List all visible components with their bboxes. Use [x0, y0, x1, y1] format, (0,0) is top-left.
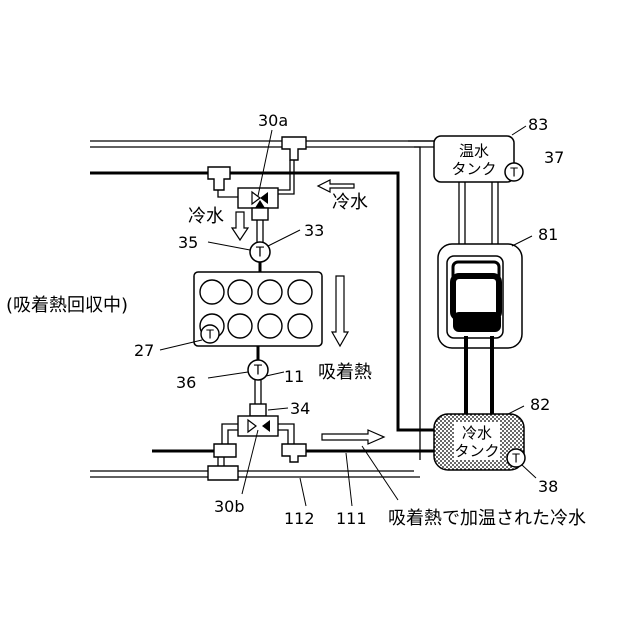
- ref-27: 27: [134, 341, 154, 360]
- hot-tank-label-line1: 温水: [459, 142, 489, 160]
- cold-water-label-left: 冷水: [188, 206, 224, 227]
- lower-valve-assembly: [208, 380, 306, 480]
- leader-30a: [258, 130, 272, 196]
- adsorption-heat-label: 吸着熱: [318, 362, 372, 383]
- temp-sensor-27-symbol: T: [205, 328, 214, 342]
- cold-water-arrow-upper: [318, 180, 354, 192]
- cold-water-arrow-down: [232, 212, 248, 240]
- upper-thin-pipe: [90, 141, 434, 147]
- temp-sensor-38-symbol: T: [511, 452, 520, 466]
- ref-30b: 30b: [214, 497, 245, 516]
- upper-valve-assembly: [208, 137, 306, 244]
- leader-11: [266, 372, 284, 376]
- ref-38: 38: [538, 477, 558, 496]
- leader-112: [300, 478, 306, 506]
- ref-11: 11: [284, 367, 304, 386]
- heated-cold-water-label: 吸着熱で加温された冷水: [388, 508, 586, 529]
- leader-35: [208, 242, 250, 250]
- ref-34: 34: [290, 399, 310, 418]
- ref-83: 83: [528, 115, 548, 134]
- leader-82: [508, 406, 524, 414]
- leader-36: [208, 372, 248, 378]
- heated-water-arrow: [322, 430, 384, 444]
- leader-34: [268, 408, 288, 410]
- leader-30b: [242, 430, 258, 494]
- leader-38: [522, 465, 536, 478]
- leader-111: [346, 453, 352, 506]
- ref-82: 82: [530, 395, 550, 414]
- outer-thin-return-pipe: [408, 141, 434, 460]
- temp-sensor-37-symbol: T: [509, 166, 518, 180]
- ref-36: 36: [176, 373, 196, 392]
- ref-81: 81: [538, 225, 558, 244]
- hot-tank-label-line2: タンク: [451, 160, 496, 178]
- cold-tank-label-line1: 冷水: [462, 424, 492, 442]
- leader-33: [268, 230, 300, 246]
- lower-thin-pipe: [90, 471, 420, 477]
- ref-112: 112: [284, 509, 315, 528]
- temp-sensor-36-symbol: T: [253, 364, 262, 379]
- temp-sensor-35-symbol: T: [255, 246, 264, 261]
- leader-81: [512, 236, 532, 246]
- adsorption-heat-arrow: [332, 276, 348, 346]
- heat-exchanger-81: [438, 244, 522, 348]
- ref-37: 37: [544, 148, 564, 167]
- ref-35: 35: [178, 233, 198, 252]
- ref-33: 33: [304, 221, 324, 240]
- leader-83: [512, 126, 526, 135]
- cold-tank-label-line2: タンク: [454, 442, 499, 460]
- recovery-mode-label: (吸着熱回収中): [6, 295, 128, 316]
- ref-111: 111: [336, 509, 367, 528]
- leader-heated-water: [362, 446, 398, 500]
- cold-water-label-upper: 冷水: [332, 192, 368, 213]
- ref-30a: 30a: [258, 111, 288, 130]
